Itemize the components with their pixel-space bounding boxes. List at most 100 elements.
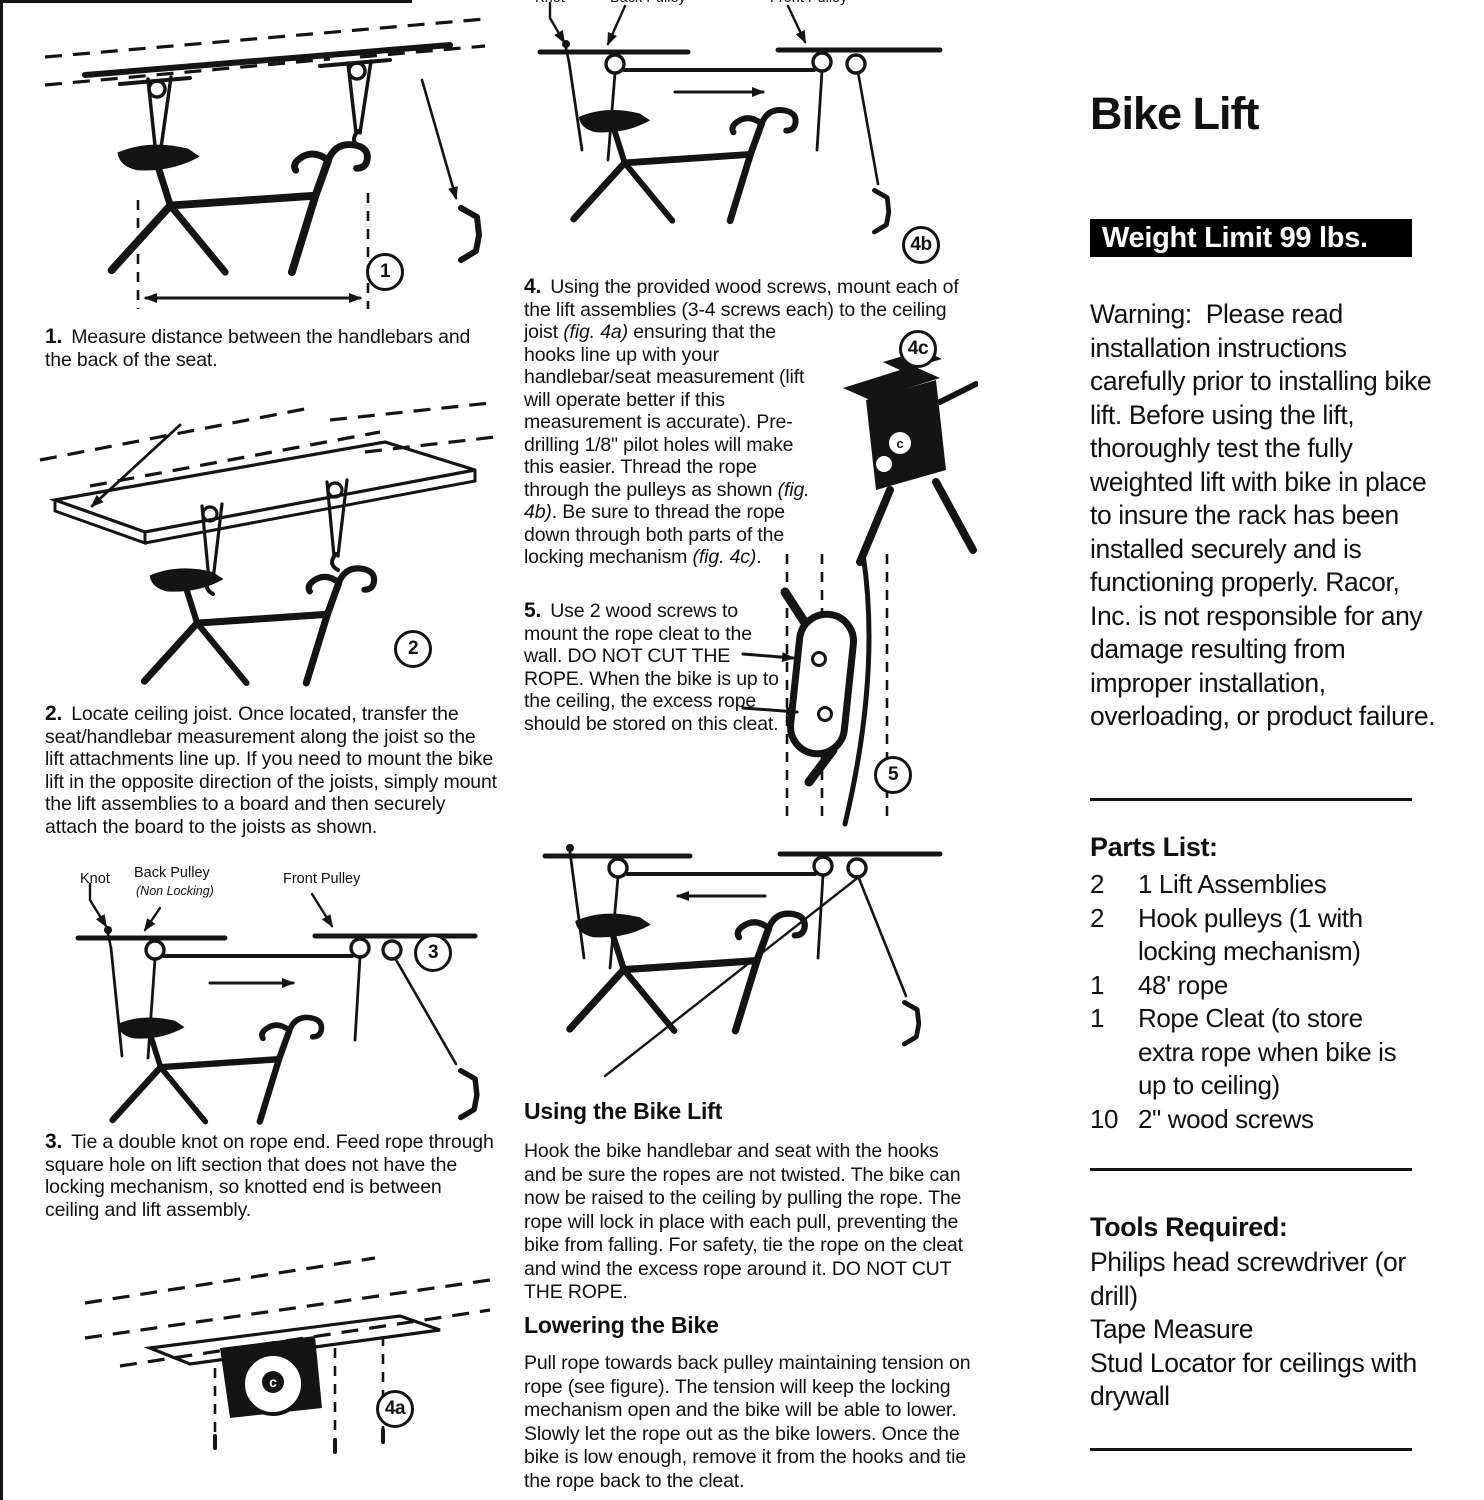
page-top-border — [0, 0, 412, 3]
board-pointer-arrow — [90, 423, 182, 508]
hook-glyph — [461, 1071, 477, 1118]
parts-list: 2 1 Lift Assemblies 2 Hook pulleys (1 wi… — [1090, 868, 1420, 1136]
figure-4b-number: 4b — [902, 226, 940, 264]
rope-leg-left — [856, 486, 894, 566]
figure-2-drawing — [39, 401, 496, 692]
lowering-bike-heading: Lowering the Bike — [524, 1312, 719, 1338]
tool-item: Philips head screwdriver (or drill) — [1090, 1247, 1406, 1311]
hook-glyph — [904, 1002, 918, 1044]
tools-required-heading: Tools Required: — [1090, 1212, 1288, 1242]
ceiling-joist-dashed-lines — [44, 17, 486, 87]
pulley-letter: c — [269, 1374, 277, 1390]
hanger-straps — [200, 478, 349, 596]
figure-5-drawing — [741, 552, 889, 827]
bike-drawing — [144, 568, 374, 683]
parts-list-heading: Parts List: — [1090, 832, 1218, 862]
step-1-text: 1.Measure distance between the handlebar… — [45, 325, 471, 371]
screw-arrows — [741, 652, 799, 717]
figure-4b-drawing — [537, 1, 943, 272]
step-2-number: 2. — [45, 702, 63, 725]
lift-bars — [537, 47, 943, 55]
step-5-number: 5. — [524, 599, 542, 622]
parts-list-item: 10 2" wood screws — [1090, 1103, 1420, 1137]
figure-3-number: 3 — [414, 934, 452, 972]
pulley-hub — [262, 1371, 284, 1393]
part-desc: 2" wood screws — [1138, 1103, 1314, 1134]
figure-4c-number: 4c — [899, 330, 937, 368]
lift-channel — [82, 42, 453, 86]
figure-5 — [735, 552, 985, 827]
pulley-small — [876, 456, 892, 472]
front-pulley-label: Front Pulley — [770, 0, 847, 6]
figure-2-number: 2 — [394, 630, 432, 668]
hook-pointer-arrow — [420, 78, 458, 200]
hook-glyph — [874, 190, 888, 232]
parts-list-item: 2 Hook pulleys (1 with locking mechanism… — [1090, 902, 1420, 969]
step-3-text: 3.Tie a double knot on rope end. Feed ro… — [45, 1130, 494, 1221]
step-5-text: 5.Use 2 wood screws to mount the rope cl… — [524, 599, 779, 735]
part-qty: 2 — [1090, 902, 1105, 933]
dimension-arrow — [136, 193, 370, 309]
mounting-board — [48, 440, 477, 546]
rope-cleat — [780, 587, 857, 787]
product-title: Bike Lift — [1090, 88, 1260, 139]
figure-1-number: 1 — [366, 253, 404, 291]
part-desc: Rope Cleat (to store extra rope when bik… — [1138, 1003, 1397, 1100]
part-desc: 48' rope — [1138, 969, 1228, 1000]
lift-bars — [542, 851, 943, 859]
lift-channel — [143, 1314, 441, 1366]
label-leader-lines — [88, 882, 334, 932]
screw — [811, 651, 827, 667]
ropes — [109, 946, 458, 1066]
mount-plate — [843, 366, 940, 400]
step-2-text: 2.Locate ceiling joist. Once located, tr… — [45, 702, 497, 838]
label-leader-lines — [548, 1, 807, 46]
rope-leg-right — [932, 478, 977, 554]
arm — [937, 381, 978, 405]
ceiling-joist-dashed-lines — [84, 1256, 491, 1368]
figure-2 — [30, 390, 500, 692]
figure-4a-drawing: c — [84, 1256, 491, 1454]
divider-rule — [1090, 1448, 1412, 1451]
knot-label: Knot — [80, 871, 110, 887]
using-bike-lift-body: Hook the bike handlebar and seat with th… — [524, 1140, 963, 1303]
knot — [566, 844, 574, 852]
part-qty: 1 — [1090, 1003, 1105, 1033]
part-qty: 10 — [1090, 1103, 1119, 1134]
wrap-spacer — [977, 276, 978, 340]
parts-list-item: 1 48' rope — [1090, 969, 1420, 1003]
figure-lowering-drawing — [542, 844, 943, 1078]
part-desc: 1 Lift Assemblies — [1138, 869, 1327, 899]
step-3-number: 3. — [45, 1130, 63, 1153]
figure-1 — [30, 5, 500, 317]
figure-4a: c — [80, 1248, 500, 1498]
knot — [104, 926, 113, 950]
tool-item: Stud Locator for ceilings with drywall — [1090, 1347, 1417, 1412]
figure-4a-number: 4a — [376, 1390, 414, 1428]
parts-list-item: 2 1 Lift Assemblies — [1090, 868, 1420, 902]
bike-drawing — [570, 914, 805, 1031]
figure-3-drawing — [75, 882, 500, 1130]
part-qty: 2 — [1090, 869, 1105, 899]
rope — [842, 552, 872, 827]
step-4-number: 4. — [524, 275, 542, 298]
figure-5-number: 5 — [874, 756, 912, 794]
knot — [562, 40, 571, 64]
tools-list: Philips head screwdriver (or drill) Tape… — [1090, 1246, 1442, 1414]
parts-list-item: 1 Rope Cleat (to store extra rope when b… — [1090, 1002, 1420, 1103]
page-left-border — [0, 0, 3, 1500]
pulley — [889, 432, 911, 454]
bike-drawing — [113, 1017, 322, 1121]
tool-item: Tape Measure — [1090, 1314, 1254, 1344]
bike-drawing — [112, 145, 368, 273]
back-pulley-label: Back Pulley — [610, 0, 686, 6]
lowering-bike-body: Pull rope towards back pulley maintainin… — [524, 1352, 971, 1492]
step-1-number: 1. — [45, 325, 63, 348]
figure-4c-drawing: c — [843, 350, 978, 566]
figure-lowering — [520, 818, 980, 1086]
divider-rule — [1090, 798, 1412, 801]
using-bike-lift-heading: Using the Bike Lift — [524, 1098, 723, 1124]
warning-text: Warning: Please read installation instru… — [1090, 299, 1436, 731]
step-4-text: 4.Using the provided wood screws, mount … — [524, 275, 959, 568]
